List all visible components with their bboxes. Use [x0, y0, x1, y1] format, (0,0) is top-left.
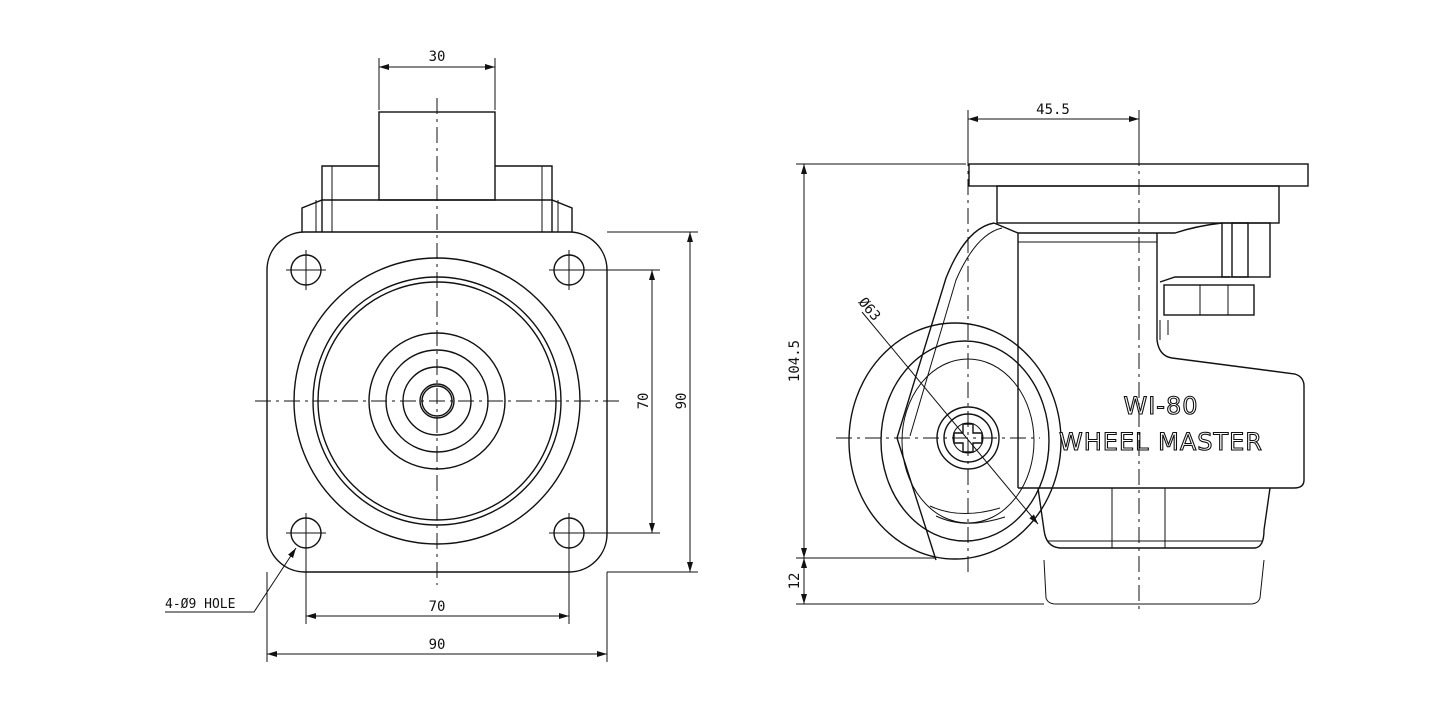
dim-wheel-diameter-label: Ø63	[855, 295, 884, 325]
dim-total-height-label: 104.5	[787, 340, 803, 382]
dim-offset: 45.5	[967, 102, 1140, 162]
model-label: WI-80	[1123, 392, 1198, 420]
dim-bottom-gap: 12	[787, 558, 1044, 605]
side-ground-pad	[1037, 487, 1271, 605]
dim-plate-height-label: 90	[674, 393, 690, 410]
hole-callout-label: 4-Ø9 HOLE	[165, 597, 235, 612]
hole-callout: 4-Ø9 HOLE	[165, 547, 297, 613]
dim-plate-width-label: 90	[429, 637, 446, 653]
dim-bolt-horizontal-label: 70	[429, 599, 446, 615]
dim-wheel-diameter: Ø63	[855, 295, 1039, 525]
dim-bolt-horizontal: 70	[305, 548, 570, 624]
dim-top-width-label: 30	[429, 49, 446, 65]
dim-total-height: 104.5	[787, 163, 966, 559]
side-adjuster-block	[1159, 222, 1271, 340]
dim-plate-width: 90	[266, 572, 608, 662]
dim-bolt-vertical: 70	[585, 269, 660, 534]
dim-offset-label: 45.5	[1036, 102, 1070, 118]
side-wheel	[848, 322, 1062, 560]
axle-screw-cross-icon	[953, 423, 983, 453]
dim-top-width: 30	[378, 49, 496, 110]
dim-bottom-gap-label: 12	[787, 573, 803, 590]
dim-plate-height: 90	[607, 231, 698, 573]
front-view: 30 70 90 70 90	[165, 49, 698, 662]
brand-label: WHEEL MASTER	[1059, 428, 1263, 456]
side-view: WI-80 WHEEL MASTER 45.5 104.5 12	[787, 102, 1309, 610]
dim-bolt-vertical-label: 70	[636, 393, 652, 410]
side-bracket	[896, 222, 1305, 561]
